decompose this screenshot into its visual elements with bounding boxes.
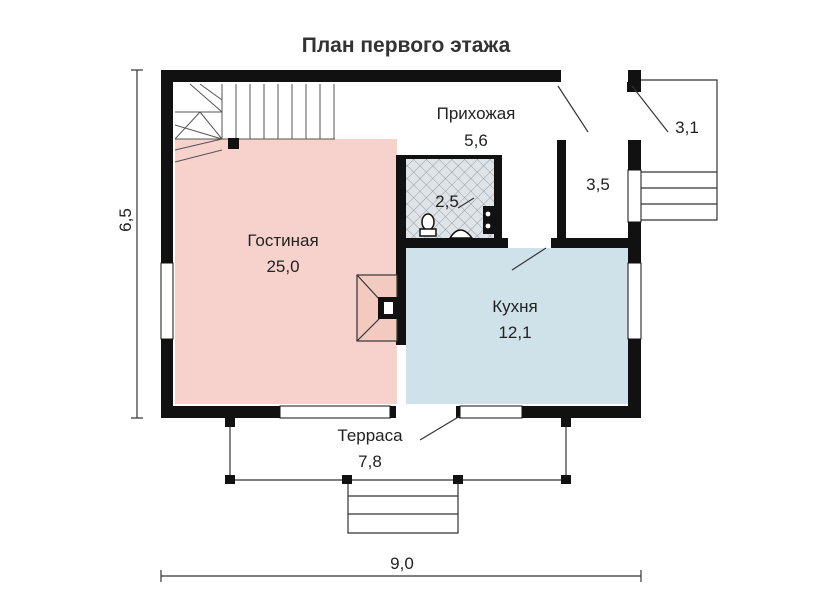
sink-icon <box>448 229 474 239</box>
toilet-icon <box>421 213 435 231</box>
interior-walls <box>396 140 633 345</box>
bathroom-area: 2,5 <box>435 192 459 211</box>
terrace-door-gap <box>396 406 456 418</box>
door-swings <box>419 85 669 441</box>
terrace-name: Терраса <box>337 426 403 445</box>
entrance-door-gap <box>558 70 628 82</box>
terrace-outline <box>229 418 567 534</box>
shower-icon <box>483 206 494 234</box>
kitchen-name: Кухня <box>492 297 538 316</box>
porch-area: 3,1 <box>675 118 699 137</box>
kitchen-fill <box>406 248 628 404</box>
living-room-area: 25,0 <box>266 257 299 276</box>
plan-title: План первого этажа <box>302 34 511 57</box>
dimension-lines <box>131 69 642 582</box>
hall-name: Прихожая <box>437 104 516 123</box>
width-dimension-label: 9,0 <box>390 554 414 573</box>
windows <box>160 169 642 419</box>
height-dimension-label: 6,5 <box>116 208 135 232</box>
entrance-steps <box>641 79 718 221</box>
stair-post <box>228 138 239 149</box>
living-room-fill <box>175 139 397 404</box>
bathroom-fill <box>404 158 494 238</box>
staircase <box>174 83 335 163</box>
kitchen-area: 12,1 <box>498 323 531 342</box>
storage-area: 3,5 <box>586 175 610 194</box>
fireplace <box>356 274 398 342</box>
terrace-area: 7,8 <box>358 452 382 471</box>
hall-area: 5,6 <box>464 131 488 150</box>
living-room-name: Гостиная <box>247 231 318 250</box>
bathroom-fixtures <box>419 206 494 239</box>
terrace-posts <box>225 418 571 484</box>
